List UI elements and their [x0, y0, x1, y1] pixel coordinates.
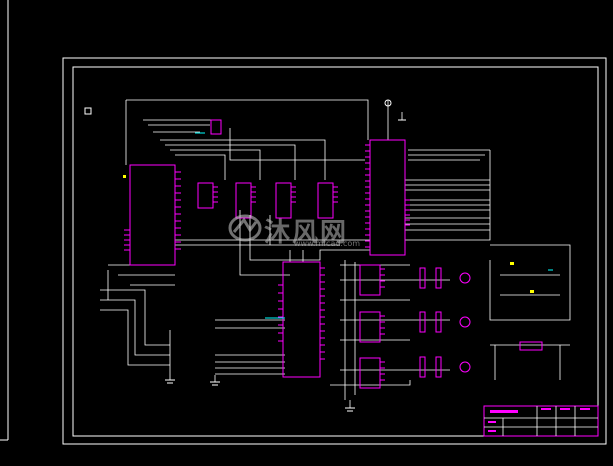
adjacent-sheet-border — [0, 0, 9, 441]
watermark-url: www.mfcad.com — [294, 239, 361, 248]
mcu-chip — [129, 164, 176, 266]
memory-chip — [282, 261, 321, 378]
frame-mark — [84, 107, 92, 115]
ground-symbols — [165, 119, 406, 412]
driver-chip-1 — [359, 264, 381, 296]
watermark-text: 沐风网 — [264, 218, 349, 248]
title-block-lines — [484, 406, 598, 436]
motor-icon — [459, 272, 471, 284]
yellow-marks — [123, 175, 534, 293]
controller-chip — [369, 139, 406, 256]
motor-icon — [459, 316, 471, 328]
cyan-marks — [195, 132, 553, 319]
mfcad-logo-icon — [228, 214, 262, 242]
connector-icon — [419, 356, 426, 378]
ic-chips — [129, 119, 599, 437]
connector-icon — [435, 356, 442, 378]
connector-icon — [419, 311, 426, 333]
resistor-chip — [210, 119, 222, 135]
latch-chip-1 — [197, 182, 214, 209]
inner-frame — [72, 66, 599, 437]
driver-chip-2 — [359, 311, 381, 343]
regulator-chip — [519, 341, 543, 351]
outer-frame — [62, 57, 607, 445]
driver-chip-3 — [359, 357, 381, 389]
latch-chip-2 — [235, 182, 252, 219]
chip-pins — [124, 144, 410, 381]
motor-icon — [459, 361, 471, 373]
wires — [100, 99, 571, 408]
connector-icon — [435, 267, 442, 289]
connector-icon — [419, 267, 426, 289]
latch-chip-4 — [317, 182, 334, 219]
motor-connectors — [419, 267, 471, 378]
title-block-text-marks — [488, 408, 590, 432]
connector-icon — [435, 311, 442, 333]
watermark: 沐风网 www.mfcad.com — [228, 212, 388, 252]
power-terminal-icon — [384, 99, 392, 107]
latch-chip-3 — [275, 182, 292, 219]
title-block-box — [483, 405, 599, 437]
